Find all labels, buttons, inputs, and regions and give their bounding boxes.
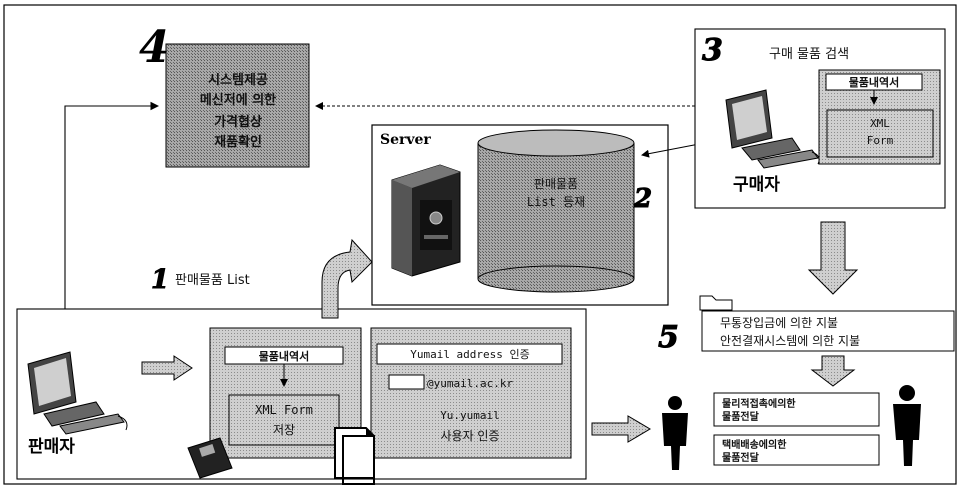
delivery-section: 물리적접촉에의한 물품전달 택배배송에의한 물품전달 [662, 385, 921, 470]
box4-line2: 메신저에 의한 [200, 92, 276, 108]
seller-form-line2: 저장 [273, 423, 295, 437]
step5-number: 5 [658, 320, 679, 355]
payment-down-arrow [812, 356, 854, 386]
buyer-person-icon [893, 385, 921, 466]
step1-number: 1 [151, 265, 169, 295]
upload-label: 판매물품 List [175, 273, 250, 288]
delivery-opt2-line2: 물품전달 [722, 451, 760, 464]
payment-section: 5 무통장입금에 의한 지불 안전결재시스템에 의한 지불 [658, 296, 954, 386]
buyer-box: 3 구매 물품 검색 물품내역서 XML Form 구매자 [695, 29, 945, 208]
upload-step: 1 판매물품 List [151, 240, 372, 318]
box4-line1: 시스템제공 [208, 73, 268, 88]
step3-number: 3 [702, 33, 723, 68]
buyer-form-line1: XML [870, 117, 890, 130]
database-cylinder: 판매물품 List 등재 [478, 130, 634, 292]
step4-number: 4 [139, 22, 170, 73]
payment-line2: 안전결재시스템에 의한 지불 [720, 334, 860, 348]
document-icon [335, 428, 374, 484]
delivery-opt2-line1: 택배배송에의한 [722, 438, 787, 451]
box4-line3: 가격협상 [214, 114, 262, 130]
negotiation-box: 4 시스템제공 메신저에 의한 가격협상 재품확인 [139, 22, 309, 167]
server-title: Server [380, 132, 431, 148]
buyer-form-line2: Form [867, 134, 894, 147]
payment-line1: 무통장입금에 의한 지불 [720, 316, 838, 330]
step2-number: 2 [633, 184, 652, 214]
auth-line1: Yu.yumail [440, 409, 500, 422]
buyer-label: 구매자 [733, 175, 780, 195]
buyer-form-header: 물품내역서 [849, 75, 900, 89]
payment-doc-icon [700, 296, 732, 310]
server-tower-icon [392, 165, 460, 276]
db-line2: List 등재 [527, 195, 585, 209]
db-line1: 판매물품 [534, 177, 578, 191]
buyer-search-title: 구매 물품 검색 [769, 47, 849, 62]
email-input-box [389, 375, 424, 389]
upload-curved-arrow [322, 240, 372, 318]
email-suffix: @yumail.ac.kr [427, 377, 513, 390]
auth-line2: 사용자 인증 [440, 429, 499, 443]
seller-label: 판매자 [28, 437, 75, 457]
auth-title: Yumail address 인증 [410, 348, 530, 361]
seller-to-delivery-arrow [592, 416, 650, 442]
seller-form-line1: XML Form [255, 403, 313, 417]
delivery-opt1-line2: 물품전달 [722, 410, 760, 423]
box4-line4: 재품확인 [214, 134, 262, 150]
server-box: Server 판매물품 List 등재 2 [372, 125, 668, 305]
seller-person-icon [662, 396, 688, 470]
delivery-opt1-line1: 물리적접촉에의한 [722, 397, 796, 410]
seller-area: 판매자 물품내역서 XML Form 저장 Yumail address 인증 … [17, 309, 586, 484]
buyer-to-payment-arrow [809, 222, 857, 294]
seller-form-header: 물품내역서 [259, 349, 310, 363]
